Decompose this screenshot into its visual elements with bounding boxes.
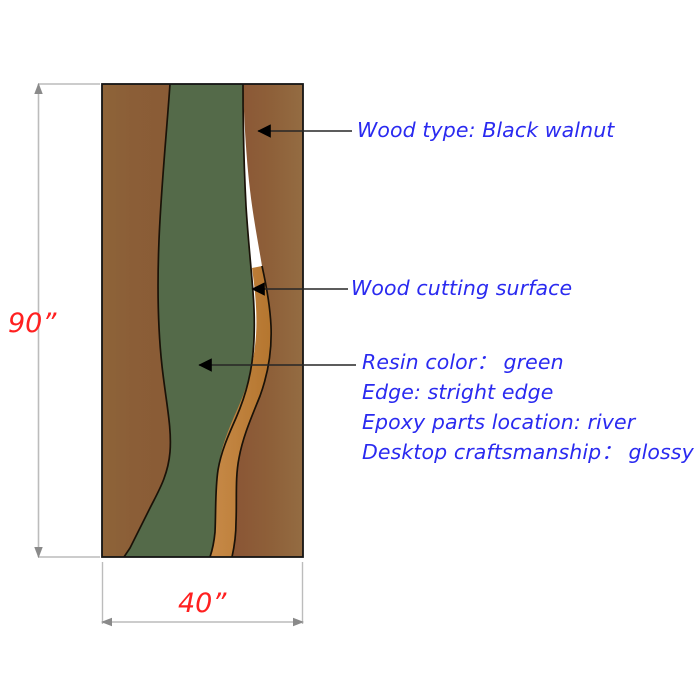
resin-left-contour (123, 83, 172, 558)
resin-river-region (124, 84, 255, 557)
wood-region-right (232, 84, 303, 557)
edge-tan-strip (210, 266, 272, 557)
callout-label-cutting-surface: Wood cutting surface (351, 276, 573, 300)
spec-epoxy-parts-location: Epoxy parts location: river (362, 410, 636, 434)
height-dimension (34, 82, 100, 559)
spec-desktop-craftsmanship: Desktop craftsmanship： glossy (362, 440, 694, 464)
resin-right-contour (209, 83, 256, 558)
width-dimension (100, 562, 305, 627)
wood-region-left (102, 84, 171, 557)
slab-outline (101, 83, 304, 558)
spec-edge: Edge: stright edge (362, 380, 554, 404)
edge-strip-contour (231, 265, 272, 558)
spec-list: Resin color： green Edge: stright edge Ep… (362, 352, 694, 472)
wood-slab (101, 83, 304, 558)
dimension-label-height: 90” (8, 308, 57, 339)
dimension-label-width: 40” (178, 588, 227, 619)
callout-leaders (198, 124, 356, 372)
spec-resin-color: Resin color： green (362, 350, 564, 374)
callout-label-wood-type: Wood type: Black walnut (357, 118, 615, 142)
